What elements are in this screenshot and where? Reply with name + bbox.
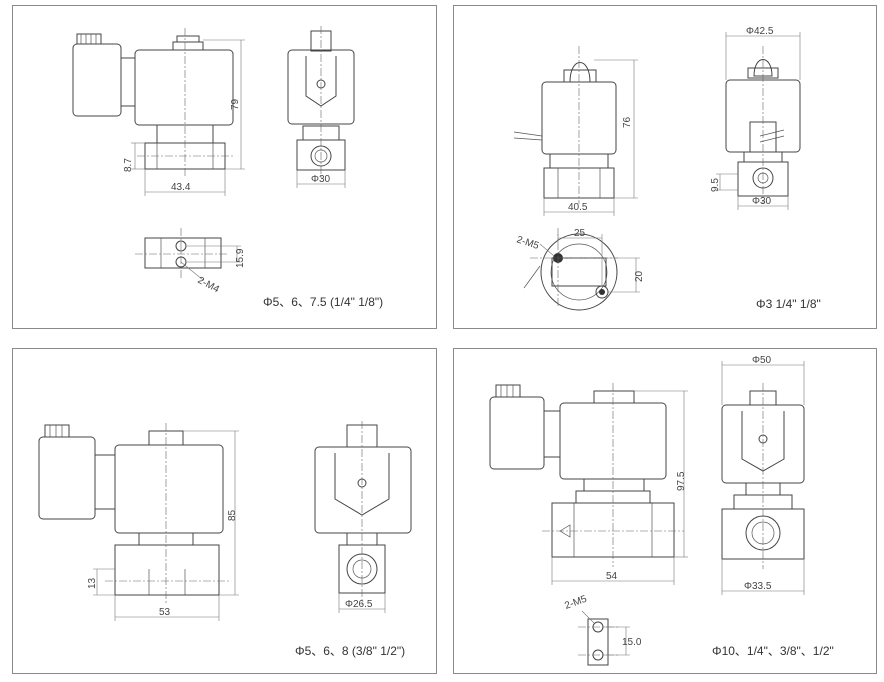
p4-dim-port: Φ33.5 <box>744 581 772 592</box>
p2-dim-base: 9.5 <box>710 178 721 192</box>
p1-coil <box>134 49 234 126</box>
p4-side-view: Φ50 Φ33.5 <box>721 355 805 595</box>
p1-dim-base: 8.7 <box>123 158 134 172</box>
p3-dim-base: 13 <box>87 577 98 589</box>
p1-caption: Φ5、6、7.5 (1/4" 1/8") <box>263 295 383 309</box>
p1-nut <box>172 41 204 51</box>
p1-side-view: Φ30 <box>287 26 355 188</box>
panel-1-svg: 79 8.7 43.4 Φ30 15.9 2-M4 Φ5、6、7.5 (1/4"… <box>72 26 383 309</box>
p2-dim-head: Φ42.5 <box>746 26 774 37</box>
drawing-panel-4: 97.5 54 Φ50 Φ33.5 15.0 2-M5 Φ10、1/4"、3/8… <box>453 348 877 674</box>
p4-front-view: 97.5 54 <box>489 383 688 585</box>
p2-side-view: Φ42.5 9.5 Φ30 <box>710 26 801 210</box>
p2-dim-height: 76 <box>622 116 633 128</box>
p2-caption: Φ3 1/4" 1/8" <box>756 297 821 311</box>
drawing-panel-3: 85 13 53 Φ26.5 Φ5、6、8 (3/8" 1/2") <box>12 348 437 674</box>
p4-mount-thread: 2-M5 <box>563 594 589 612</box>
p4-bottom-view: 15.0 2-M5 <box>563 594 642 666</box>
p2-front-view: 76 40.5 <box>513 46 638 216</box>
p1-mount-thread: 2-M4 <box>196 275 222 296</box>
p3-side-view: Φ26.5 <box>314 421 412 613</box>
panel-4-svg: 97.5 54 Φ50 Φ33.5 15.0 2-M5 Φ10、1/4"、3/8… <box>489 355 834 666</box>
panel-2-svg: 76 40.5 Φ42.5 9.5 Φ30 25 <box>513 26 821 311</box>
p3-front-view: 85 13 53 <box>38 423 239 621</box>
p2-dim-side: 20 <box>634 270 645 282</box>
p1-dim-port: Φ30 <box>311 174 331 185</box>
p2-dim-port: Φ30 <box>752 196 772 207</box>
p4-dim-width: 54 <box>606 571 618 582</box>
p4-caption: Φ10、1/4"、3/8"、1/2" <box>712 644 834 658</box>
p3-dim-width: 53 <box>159 607 171 618</box>
p1-dim-height: 79 <box>230 98 241 110</box>
p4-dim-mount: 15.0 <box>622 637 642 648</box>
drawing-panel-1: 79 8.7 43.4 Φ30 15.9 2-M4 Φ5、6、7.5 (1/4"… <box>12 5 437 329</box>
p4-dim-head: Φ50 <box>752 355 772 366</box>
p2-dim-top: 25 <box>574 228 586 239</box>
p1-dim-mount: 15.9 <box>235 248 246 268</box>
p3-dim-port: Φ26.5 <box>345 599 373 610</box>
p3-dim-height: 85 <box>227 509 238 521</box>
p2-dim-width: 40.5 <box>568 202 588 213</box>
drawing-panel-2: 76 40.5 Φ42.5 9.5 Φ30 25 <box>453 5 877 329</box>
p1-connector <box>72 33 136 117</box>
p1-dim-width: 43.4 <box>171 182 191 193</box>
p1-bottom-view: 15.9 2-M4 <box>135 228 246 296</box>
p2-mount-thread: 2-M5 <box>515 234 540 252</box>
p2-bottom-view: 25 20 2-M5 <box>515 228 645 311</box>
p4-dim-height: 97.5 <box>676 471 687 491</box>
p3-caption: Φ5、6、8 (3/8" 1/2") <box>295 644 405 658</box>
panel-3-svg: 85 13 53 Φ26.5 Φ5、6、8 (3/8" 1/2") <box>38 421 412 658</box>
